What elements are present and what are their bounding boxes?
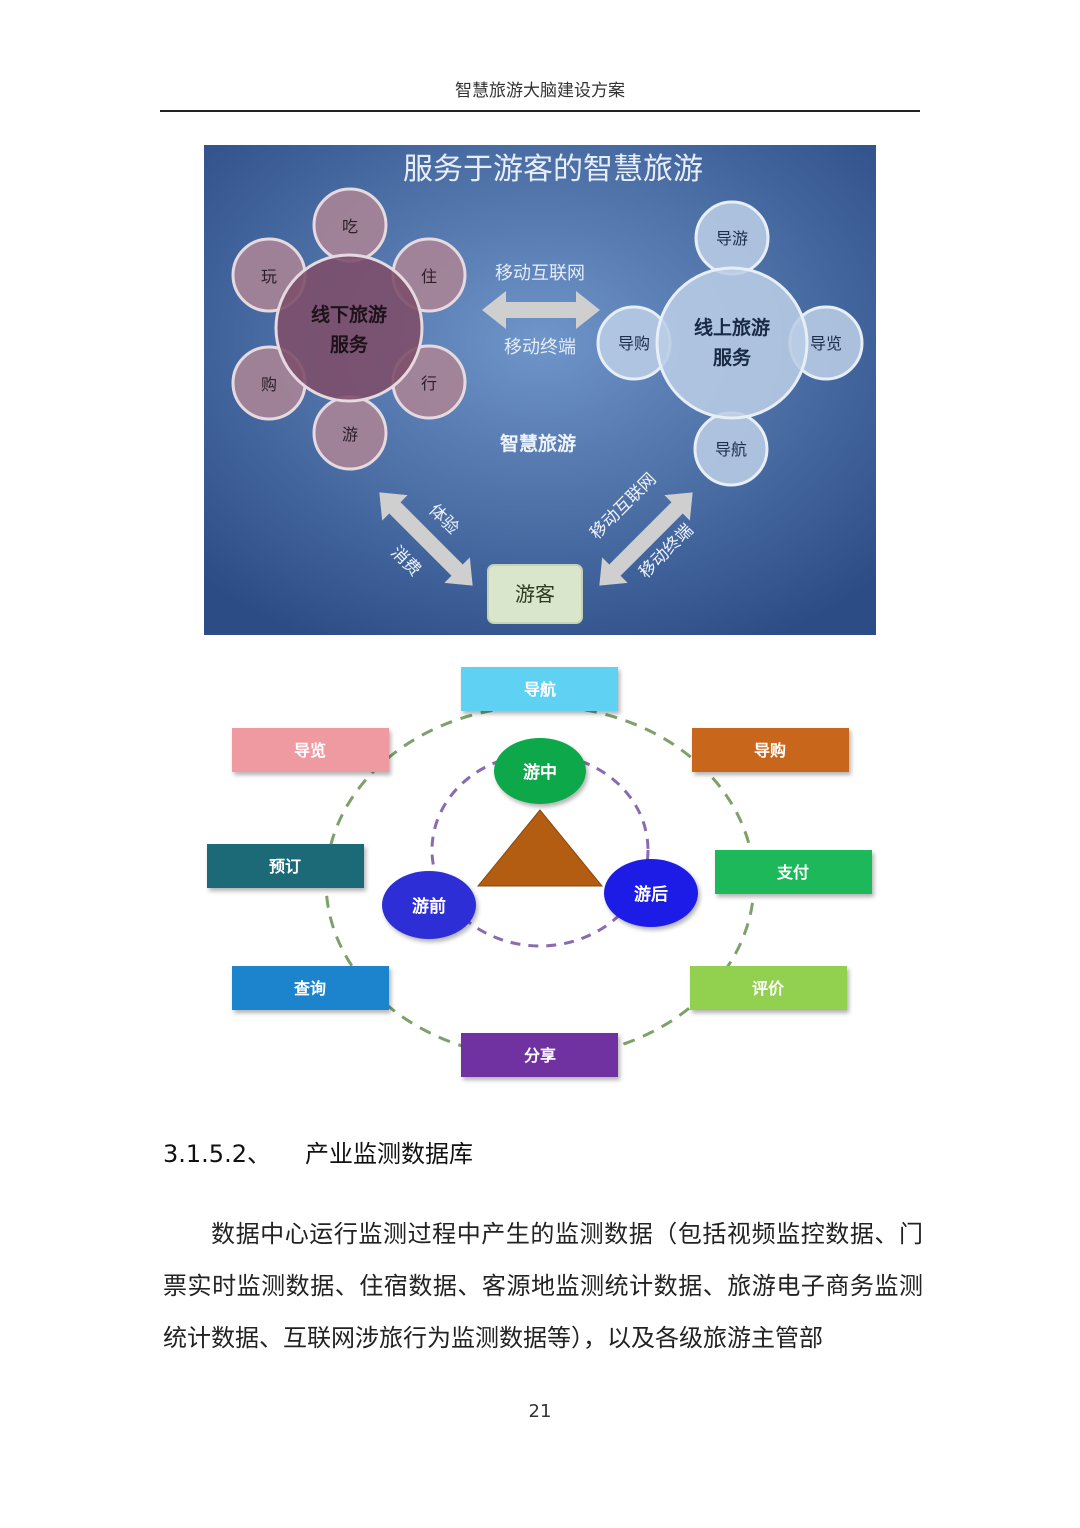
box-query — [232, 966, 389, 1010]
running-header: 智慧旅游大脑建设方案 — [455, 81, 625, 101]
stage-before-label: 游前 — [412, 896, 446, 917]
box-guide-view-label: 导览 — [294, 741, 326, 760]
section-number: 3.1.5.2、 — [163, 1140, 271, 1168]
offline-item-travel: 行 — [421, 374, 437, 393]
box-review-label: 评价 — [752, 979, 785, 998]
box-navigation-label: 导航 — [524, 680, 556, 699]
box-query-label: 查询 — [294, 979, 326, 998]
box-pay — [715, 850, 872, 894]
box-navigation — [461, 667, 618, 711]
double-arrow-left-diagonal — [379, 492, 473, 586]
section-heading: 3.1.5.2、 产业监测数据库 — [163, 1134, 473, 1169]
travel-stage-diagram: 游中 游前 游后 导航 导览 导购 预订 支付 查询 评价 分享 — [207, 667, 872, 1077]
stage-during-circle — [494, 738, 586, 804]
body-paragraph: 数据中心运行监测过程中产生的监测数据（包括视频监控数据、门票实时监测数据、住宿数… — [163, 1220, 923, 1352]
box-guide-shop-label: 导购 — [754, 741, 786, 760]
box-guide-shop — [692, 728, 849, 772]
online-item-guide-shop: 导购 — [618, 334, 650, 353]
box-share — [461, 1033, 618, 1077]
box-booking-label: 预订 — [269, 857, 301, 876]
offline-item-stay: 住 — [421, 267, 437, 286]
page-number: 21 — [528, 1401, 552, 1422]
arrow-bottom-label: 移动终端 — [504, 337, 576, 358]
offline-center-line1: 线下旅游 — [311, 303, 387, 326]
box-pay-label: 支付 — [776, 863, 809, 882]
double-arrow-horizontal — [482, 291, 600, 329]
online-item-guide-view: 导览 — [810, 334, 842, 353]
stage-during-label: 游中 — [523, 762, 557, 783]
stage-after-label: 游后 — [634, 884, 668, 905]
box-guide-view — [232, 728, 389, 772]
inner-dashed-circle — [430, 752, 650, 948]
double-arrow-right-diagonal — [599, 492, 693, 586]
online-item-guide-tour: 导游 — [716, 229, 748, 248]
stage-before-circle — [382, 871, 476, 939]
online-center-line1: 线上旅游 — [694, 316, 770, 339]
section-title: 产业监测数据库 — [304, 1140, 473, 1168]
online-service-center — [655, 266, 809, 420]
offline-item-shop: 购 — [261, 375, 277, 394]
smart-tourism-label: 智慧旅游 — [500, 432, 576, 455]
offline-item-tour: 游 — [342, 425, 358, 444]
offline-center-line2: 服务 — [330, 333, 369, 356]
online-item-navigation: 导航 — [715, 440, 747, 459]
box-booking — [207, 844, 364, 888]
tourist-box — [487, 564, 583, 624]
figure1-title: 服务于游客的智慧旅游 — [403, 152, 703, 187]
box-share-label: 分享 — [524, 1046, 556, 1065]
center-triangle — [476, 809, 604, 887]
tourist-label: 游客 — [515, 582, 555, 606]
online-center-line2: 服务 — [713, 346, 752, 369]
smart-tourism-service-diagram: 服务于游客的智慧旅游 吃 住 行 游 购 玩 线下旅游 服务 导游 导览 导航 … — [204, 145, 876, 635]
header-rule — [160, 110, 920, 112]
offline-service-center — [274, 253, 424, 403]
stage-after-circle — [604, 859, 698, 927]
offline-item-eat: 吃 — [342, 217, 358, 236]
offline-item-play: 玩 — [261, 267, 277, 286]
box-review — [690, 966, 847, 1010]
arrow-top-label: 移动互联网 — [495, 263, 585, 284]
